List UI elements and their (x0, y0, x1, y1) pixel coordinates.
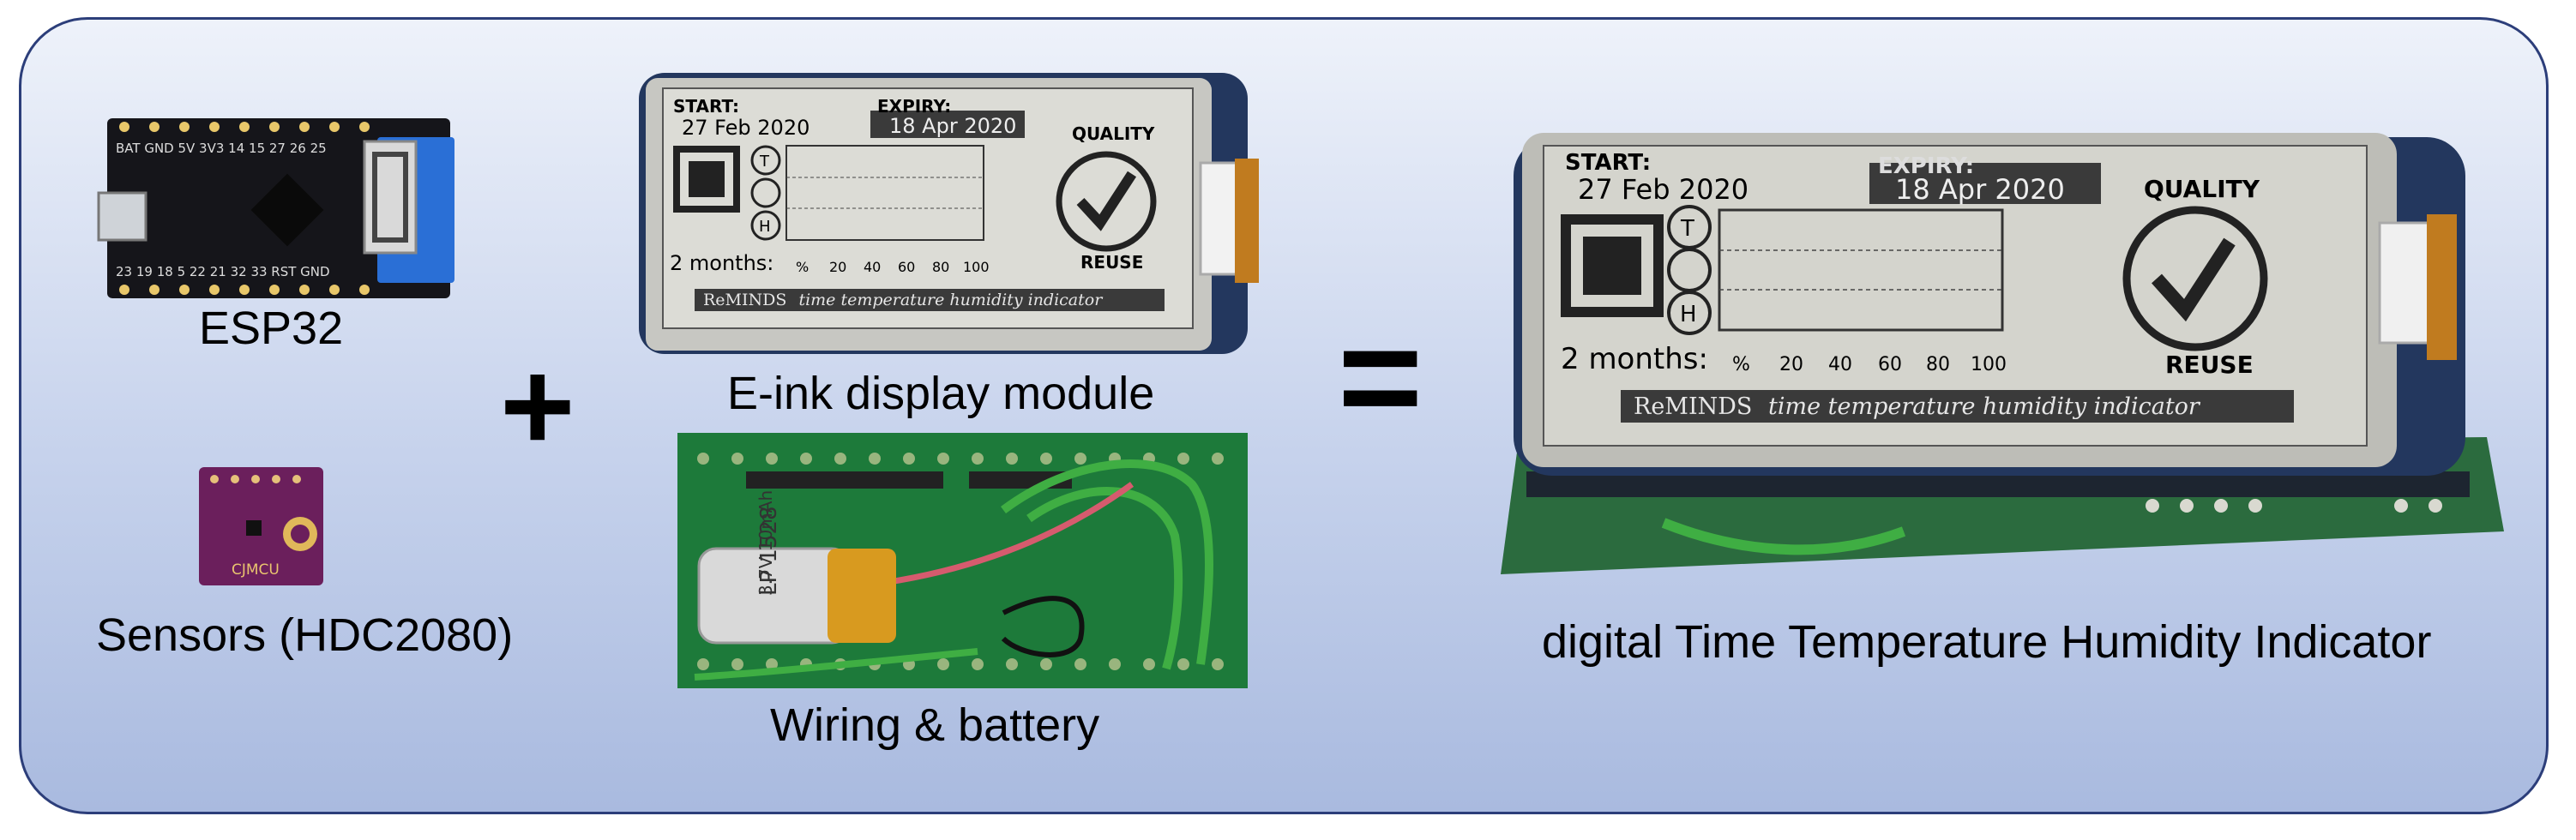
sensors-label: Sensors (HDC2080) (96, 609, 514, 661)
eink-start-date: 27 Feb 2020 (682, 116, 810, 140)
eink-label: E-ink display module (727, 368, 1155, 419)
eink-scale-5: 100 (963, 259, 990, 275)
sensor-brand-text: CJMCU (232, 561, 280, 579)
plus-operator: + (500, 333, 575, 477)
eink-duration: 2 months: (670, 251, 773, 275)
battery-text-line1: 3.7V 10mAh (755, 490, 776, 596)
eink-scale-4: 80 (932, 259, 949, 275)
eink-row-t: T (759, 153, 770, 171)
equals-operator: = (1338, 296, 1423, 459)
device-start-date: 27 Feb 2020 (1578, 173, 1748, 206)
device-duration: 2 months: (1561, 342, 1708, 376)
device-reuse: REUSE (2165, 351, 2254, 379)
device-quality: QUALITY (2144, 175, 2260, 203)
eink-module-image: START: 27 Feb 2020 EXPIRY: 18 Apr 2020 T… (639, 73, 1259, 354)
esp32-bottom-pins: 23 19 18 5 22 21 32 33 RST GND (116, 264, 330, 279)
eink-quality: QUALITY (1072, 123, 1155, 144)
assembled-device-image: START: 27 Feb 2020 EXPIRY: 18 Apr 2020 T… (1501, 133, 2504, 574)
device-scale-2: 40 (1828, 354, 1852, 375)
eink-footer-brand: ReMINDS (703, 291, 786, 309)
svg-text:ReMINDS time temperature h: ReMINDS time temperature humidity indica… (703, 291, 1104, 309)
eink-scale-1: 20 (829, 259, 846, 275)
wiring-label: Wiring & battery (770, 699, 1100, 751)
eink-scale-2: 40 (864, 259, 881, 275)
device-row-h: H (1680, 302, 1697, 327)
device-expiry-date: 18 Apr 2020 (1895, 173, 2065, 206)
eink-expiry-label: EXPIRY: (877, 96, 951, 117)
device-scale-5: 100 (1971, 354, 2007, 375)
device-scale-4: 80 (1926, 354, 1950, 375)
device-scale-3: 60 (1878, 354, 1902, 375)
eink-scale-3: 60 (898, 259, 915, 275)
result-label: digital Time Temperature Humidity Indica… (1542, 616, 2432, 668)
esp32-top-pins: BAT GND 5V 3V3 14 15 27 26 25 (116, 141, 327, 156)
eink-reuse: REUSE (1080, 252, 1143, 273)
esp32-board: BAT GND 5V 3V3 14 15 27 26 25 23 19 18 5… (97, 118, 454, 298)
device-scale-1: 20 (1779, 354, 1803, 375)
device-scale-0: % (1732, 354, 1750, 375)
esp32-label: ESP32 (199, 303, 344, 354)
sensor-board: CJMCU (199, 467, 323, 585)
battery-text-line2: LP 1528 (756, 506, 782, 596)
wiring-board-image: 3.7V 10mAh LP 1528 (677, 433, 1248, 688)
eink-row-h: H (759, 218, 771, 236)
device-row-t: T (1680, 216, 1694, 242)
device-footer-text: time temperature humidity indicator (1768, 393, 2201, 420)
svg-text:ReMINDS time temperature h: ReMINDS time temperature humidity indica… (1634, 393, 2201, 420)
eink-start-label: START: (673, 96, 739, 117)
device-expiry-label: EXPIRY: (1878, 153, 1974, 179)
eink-scale-0: % (796, 259, 809, 275)
device-start-label: START: (1565, 150, 1651, 176)
device-footer-brand: ReMINDS (1634, 393, 1752, 420)
eink-footer-text: time temperature humidity indicator (798, 291, 1104, 309)
eink-expiry-date: 18 Apr 2020 (889, 114, 1016, 138)
